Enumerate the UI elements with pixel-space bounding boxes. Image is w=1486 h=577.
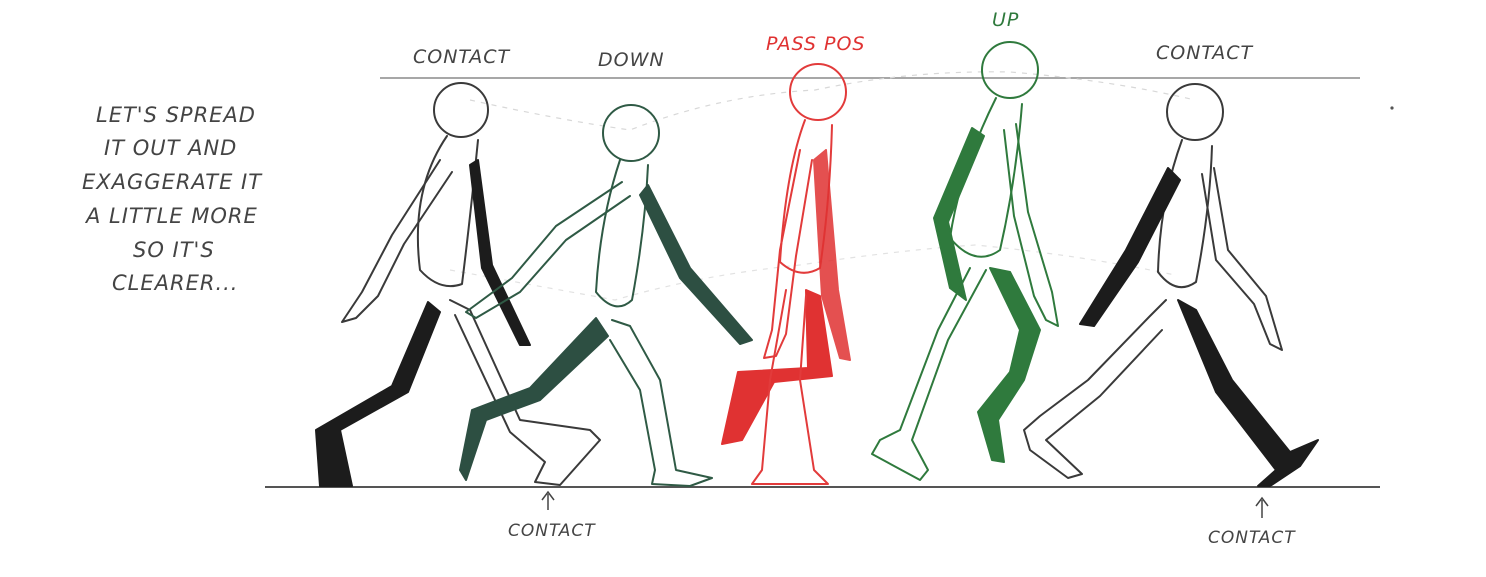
head-path-arc [469,71,1196,131]
front-leg [1177,299,1319,487]
back-leg [977,267,1041,463]
near-arm [1003,123,1059,327]
near-arm [763,149,813,359]
front-leg [449,299,601,486]
torso [416,135,479,288]
caption-line: SO IT'S [133,238,215,262]
near-arm [465,181,631,319]
figure-contact [315,82,601,487]
back-leg [315,301,441,487]
figure-down [459,104,753,487]
figure-pass-pos [721,63,851,485]
back-leg [721,289,833,445]
pose-label-down: DOWN [598,49,665,71]
head [789,63,847,121]
pose-label-up: UP [992,9,1019,31]
head [433,82,489,138]
caption-line: CLEARER... [112,271,238,295]
pose-label-contact: CONTACT [1156,42,1254,64]
torso [595,159,649,308]
caption-line: IT OUT AND [104,136,237,160]
stray-mark [1390,106,1394,110]
head [1166,83,1224,141]
near-arm [1201,167,1283,351]
caption: LET'S SPREAD IT OUT AND EXAGGERATE IT A … [82,103,263,295]
pose-label-contact: CONTACT [413,46,511,68]
far-arm [639,184,753,345]
near-arm [341,159,453,323]
far-arm [933,127,985,301]
figure-up [871,41,1059,481]
head [981,41,1039,99]
torso [1157,139,1213,289]
back-leg [459,317,609,481]
far-arm [469,159,531,346]
contact-marker: CONTACT [1208,496,1296,548]
caption-line: LET'S SPREAD [96,103,256,127]
caption-line: A LITTLE MORE [84,204,258,228]
contact-marker-label: CONTACT [508,521,596,541]
back-leg [1023,299,1167,479]
contact-marker-label: CONTACT [1208,528,1296,548]
front-leg [609,319,713,487]
far-arm [813,149,851,361]
front-leg [871,267,987,481]
arrow-up-icon [541,490,555,501]
contact-marker: CONTACT [508,490,596,541]
head [602,104,660,162]
caption-line: EXAGGERATE IT [82,170,263,194]
pose-label-pass-pos: PASS POS [766,33,865,55]
front-leg [751,289,829,485]
arrow-up-icon [1255,496,1269,507]
far-arm [1079,167,1181,327]
hip-path-arc [449,244,1176,301]
figure-contact [1023,83,1319,487]
